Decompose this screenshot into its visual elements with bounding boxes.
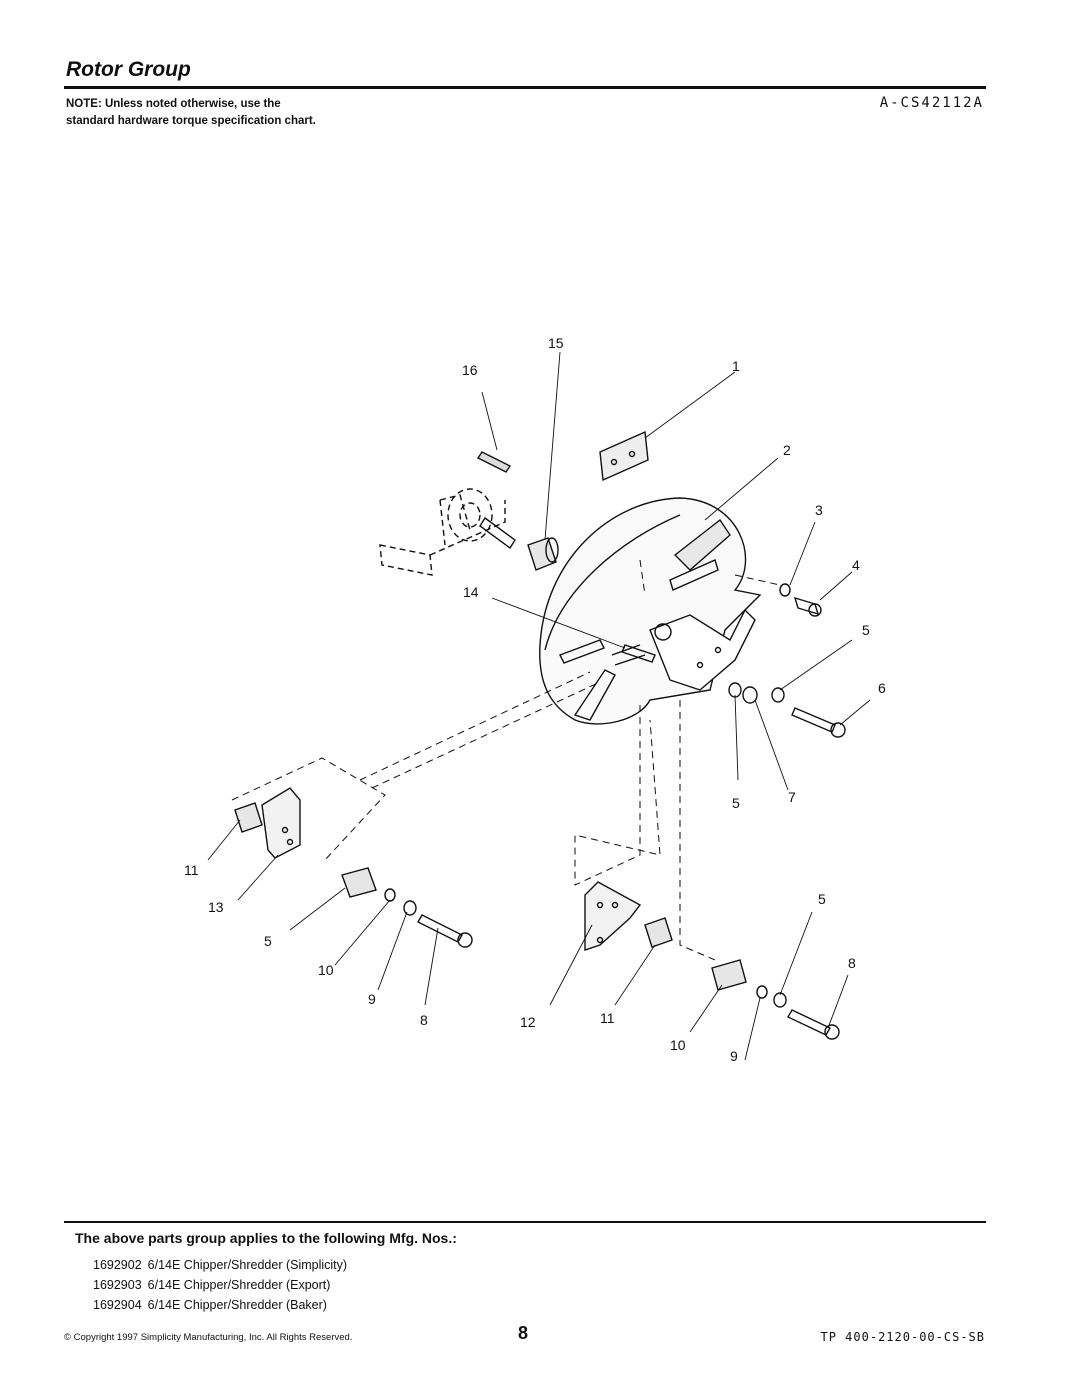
washer-7 xyxy=(728,682,742,698)
copyright: © Copyright 1997 Simplicity Manufacturin… xyxy=(64,1332,353,1343)
spacer-10 xyxy=(341,867,377,898)
callout-label: 9 xyxy=(730,1048,738,1064)
callout-label: 11 xyxy=(184,862,199,878)
callout-label: 5 xyxy=(732,795,740,811)
callout-label: 8 xyxy=(420,1012,428,1028)
callout-label: 3 xyxy=(815,502,823,518)
mfg-description: 6/14E Chipper/Shredder (Simplicity) xyxy=(147,1258,348,1272)
callout-label: 5 xyxy=(818,891,826,907)
mfg-row: 1692902 6/14E Chipper/Shredder (Simplicit… xyxy=(93,1255,347,1275)
callout-label: 13 xyxy=(208,899,224,915)
callout-label: 6 xyxy=(878,680,886,696)
washer-3 xyxy=(779,583,791,597)
washer-5 xyxy=(771,687,785,703)
assembly-paths xyxy=(231,559,781,961)
left-bracket xyxy=(261,787,301,859)
rotor-hub xyxy=(649,608,756,691)
bottom-bracket xyxy=(584,881,642,951)
mfg-description: 6/14E Chipper/Shredder (Export) xyxy=(147,1278,331,1292)
mfg-list: 1692902 6/14E Chipper/Shredder (Simplicit… xyxy=(93,1255,347,1315)
bolt-8-right xyxy=(787,1009,831,1036)
callout-label: 5 xyxy=(862,622,870,638)
rotor-spacer xyxy=(527,537,559,571)
nut-4 xyxy=(793,596,820,616)
mfg-description: 6/14E Chipper/Shredder (Baker) xyxy=(147,1298,327,1312)
chipper-blade xyxy=(599,430,649,482)
callout-label: 16 xyxy=(462,362,478,378)
callout-label: 9 xyxy=(368,991,376,1007)
diagram-code: A-CS42112A xyxy=(879,95,984,111)
torque-note: NOTE: Unless noted otherwise, use the st… xyxy=(66,98,316,127)
spacer-right xyxy=(711,959,747,991)
callout-label: 15 xyxy=(548,335,564,351)
rotor-shaft xyxy=(479,516,516,550)
disc-slot xyxy=(559,639,605,664)
mfg-number: 1692904 xyxy=(93,1298,142,1312)
callout-label: 5 xyxy=(264,933,272,949)
callout-label: 2 xyxy=(783,442,791,458)
shaft-key xyxy=(476,451,512,473)
callout-label: 4 xyxy=(852,557,860,573)
page-number: 8 xyxy=(518,1323,529,1343)
mfg-row: 1692903 6/14E Chipper/Shredder (Export) xyxy=(93,1275,347,1295)
tp-code: TP 400-2120-00-CS-SB xyxy=(820,1330,985,1344)
leader-lines xyxy=(207,351,871,1061)
left-spacer xyxy=(234,802,263,833)
callout-label: 12 xyxy=(520,1014,536,1030)
callout-label: 10 xyxy=(670,1037,686,1053)
spacer-11 xyxy=(644,917,673,948)
mfg-row: 1692904 6/14E Chipper/Shredder (Baker) xyxy=(93,1295,347,1315)
callout-label: 8 xyxy=(848,955,856,971)
applies-heading: The above parts group applies to the fol… xyxy=(75,1230,457,1246)
callout-label: 1 xyxy=(732,358,740,374)
section-rule xyxy=(64,1221,986,1223)
callout-label: 7 xyxy=(788,789,796,805)
page-title: Rotor Group xyxy=(66,58,191,81)
rotor-stud xyxy=(621,644,656,663)
callout-label: 11 xyxy=(600,1010,615,1026)
mfg-number: 1692903 xyxy=(93,1278,142,1292)
title-rule xyxy=(64,86,986,89)
mfg-number: 1692902 xyxy=(93,1258,142,1272)
callout-label: 14 xyxy=(463,584,479,600)
callout-label: 10 xyxy=(318,962,334,978)
bolt-8 xyxy=(417,914,463,943)
bolt-6 xyxy=(791,707,836,733)
shaft-housing-outline xyxy=(379,488,506,576)
